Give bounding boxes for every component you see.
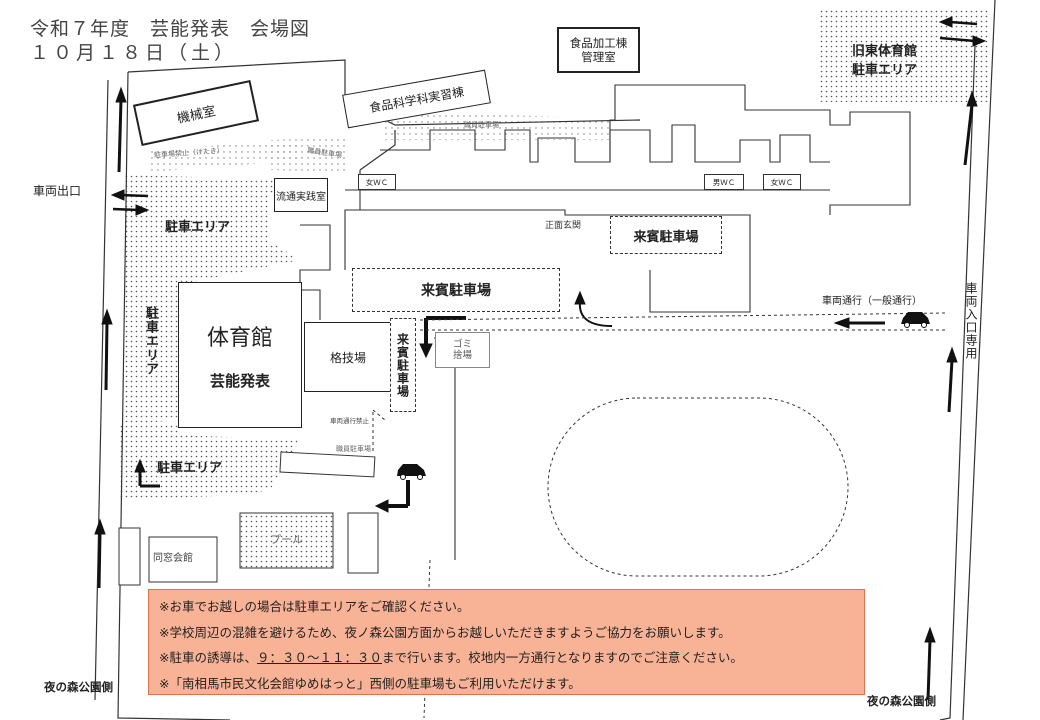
dousoukai-label: 同窓会館 (153, 553, 193, 564)
one-way-label: 車両通行（一般通行） (822, 296, 922, 307)
yorunomori-right-label: 夜の森公園側 (867, 694, 936, 708)
guest-parking-3: 来賓駐車場 (390, 318, 416, 412)
guest-parking-2: 来賓駐車場 (610, 216, 722, 254)
yorunomori-left-label: 夜の森公園側 (44, 680, 113, 694)
old-gym-parking-label: 旧東体育館 駐車エリア (852, 44, 918, 78)
map-title: 令和７年度 芸能発表 会場図 (30, 18, 311, 40)
notice-box: ※お車でお越しの場合は駐車エリアをご確認ください。 ※学校周辺の混雑を避けるため… (148, 589, 865, 695)
notice-guide-time: ９：３０～１１：３０ (256, 650, 382, 665)
gomi-area: ゴミ 捨場 (435, 332, 490, 368)
notice-line-4: ※「南相馬市民文化会館ゆめはっと」西側の駐車場もご利用いただけます。 (159, 675, 581, 691)
parking-area-label-2: 駐車エリア (143, 306, 158, 376)
notice-line-3-pre: ※駐車の誘導は、 (159, 650, 257, 665)
notice-line-3-post: まで行います。校地内一方通行となりますのでご注意ください。 (382, 650, 743, 665)
gomi-label: ゴミ 捨場 (452, 338, 472, 361)
guest-parking-1-label: 来賓駐車場 (421, 283, 491, 299)
roads (94, 0, 996, 720)
wc-women-2-label: 女ＷＣ (770, 177, 794, 187)
map-date: １０月１８日（土） (30, 42, 238, 64)
guest-parking-3-label: 来賓駐車場 (395, 332, 410, 398)
parking-area-label-3: 駐車エリア (157, 461, 223, 476)
budo-label: 格技場 (329, 350, 366, 365)
kakou-label: 食品加工棟 管理室 (569, 35, 628, 64)
pool-label: プール (270, 533, 303, 546)
notice-line-1: ※お車でお越しの場合は駐車エリアをご確認ください。 (159, 599, 470, 614)
track (547, 397, 849, 577)
guest-parking-2-label: 来賓駐車場 (633, 229, 699, 245)
wc-men: 男ＷＣ (704, 174, 744, 190)
notice-line-2: ※学校周辺の混雑を避けるため、夜ノ森公園方面からお越しいただきますようご協力をお… (159, 624, 731, 640)
parking-areas (120, 10, 988, 569)
car-icon (397, 464, 426, 480)
staff-parking-label-3: 職員駐車場 (336, 445, 371, 453)
no-entry-label: 車両通行禁止 (330, 417, 369, 425)
gym-label: 体育館 (206, 325, 273, 351)
parking-area-label-1: 駐車エリア (165, 220, 231, 235)
gym-building: 体育館 芸能発表 (178, 282, 302, 428)
wc-men-label: 男ＷＣ (712, 177, 736, 187)
kakou-building: 食品加工棟 管理室 (557, 27, 640, 73)
kikai-label: 機械室 (175, 103, 218, 127)
wc-women-2: 女ＷＣ (763, 174, 801, 190)
ryutsu-building: 流通実践室 (274, 178, 328, 212)
guest-parking-1: 来賓駐車場 (352, 268, 560, 312)
ryutsu-label: 流通実践室 (276, 191, 326, 203)
shomen-label: 正面玄関 (545, 221, 582, 231)
small-structures (118, 451, 379, 586)
vehicle-exit-label: 車両出口 (33, 184, 82, 198)
staff-parking-label-2: 職員駐車場 (464, 121, 499, 129)
notice-line-3: ※駐車の誘導は、９：３０～１１：３０まで行います。校地内一方通行となりますのでご… (159, 645, 854, 671)
budo-building: 格技場 (304, 322, 392, 392)
car-icon (901, 312, 930, 328)
gym-event-label: 芸能発表 (209, 371, 270, 390)
wc-women-1: 女ＷＣ (358, 174, 396, 190)
wc-women-1-label: 女ＷＣ (365, 177, 389, 187)
vehicle-entry-only-label: 車両入口専用 (964, 282, 978, 360)
road-arrows (94, 16, 987, 701)
